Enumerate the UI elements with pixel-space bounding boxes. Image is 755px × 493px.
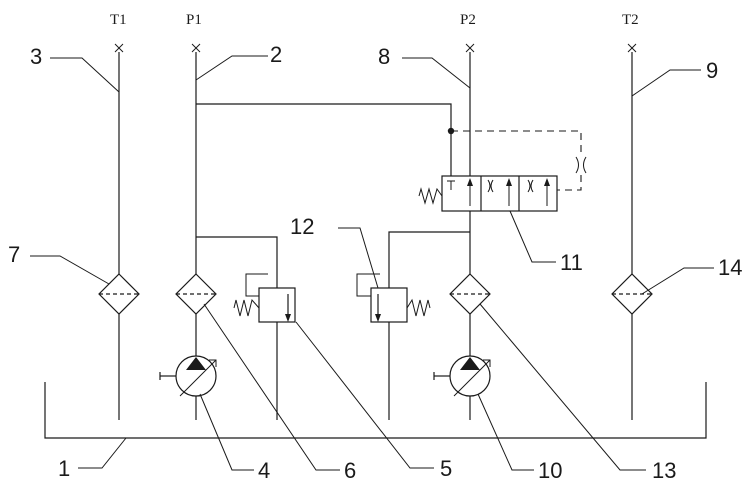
callout-13: 13 bbox=[652, 458, 676, 483]
pressure-line-p1 bbox=[196, 52, 451, 420]
variable-pump-icon bbox=[434, 356, 490, 396]
port-marker-p2 bbox=[466, 44, 474, 52]
port-label-t1: T1 bbox=[110, 12, 127, 28]
callout-2: 2 bbox=[270, 42, 282, 67]
filter-icon bbox=[176, 274, 216, 314]
three-position-valve-icon bbox=[419, 176, 557, 211]
port-label-p1: P1 bbox=[186, 12, 202, 28]
callout-1: 1 bbox=[58, 456, 70, 481]
callout-7: 7 bbox=[8, 242, 20, 267]
pressure-line-p2 bbox=[389, 52, 470, 420]
leader-lines bbox=[30, 56, 714, 470]
variable-pump-icon bbox=[160, 356, 216, 396]
callout-4: 4 bbox=[258, 458, 270, 483]
callout-14: 14 bbox=[718, 255, 742, 280]
throttle-icon bbox=[576, 157, 586, 173]
port-label-t2: T2 bbox=[622, 12, 639, 28]
port-label-p2: P2 bbox=[460, 12, 476, 28]
reservoir-tank bbox=[45, 382, 706, 438]
port-marker-t2 bbox=[628, 44, 636, 52]
relief-valve-icon bbox=[234, 274, 295, 322]
pilot-line bbox=[448, 128, 581, 190]
callout-12: 12 bbox=[290, 214, 314, 239]
relief-valve-icon bbox=[357, 274, 430, 322]
callout-9: 9 bbox=[706, 58, 718, 83]
callout-10: 10 bbox=[538, 458, 562, 483]
callout-5: 5 bbox=[440, 456, 452, 481]
callout-8: 8 bbox=[378, 44, 390, 69]
port-marker-p1 bbox=[192, 44, 200, 52]
callout-3: 3 bbox=[30, 44, 42, 69]
callout-6: 6 bbox=[344, 458, 356, 483]
callout-11: 11 bbox=[560, 250, 583, 275]
filter-icon bbox=[612, 274, 652, 314]
port-marker-t1 bbox=[115, 44, 123, 52]
filter-icon bbox=[99, 274, 139, 314]
